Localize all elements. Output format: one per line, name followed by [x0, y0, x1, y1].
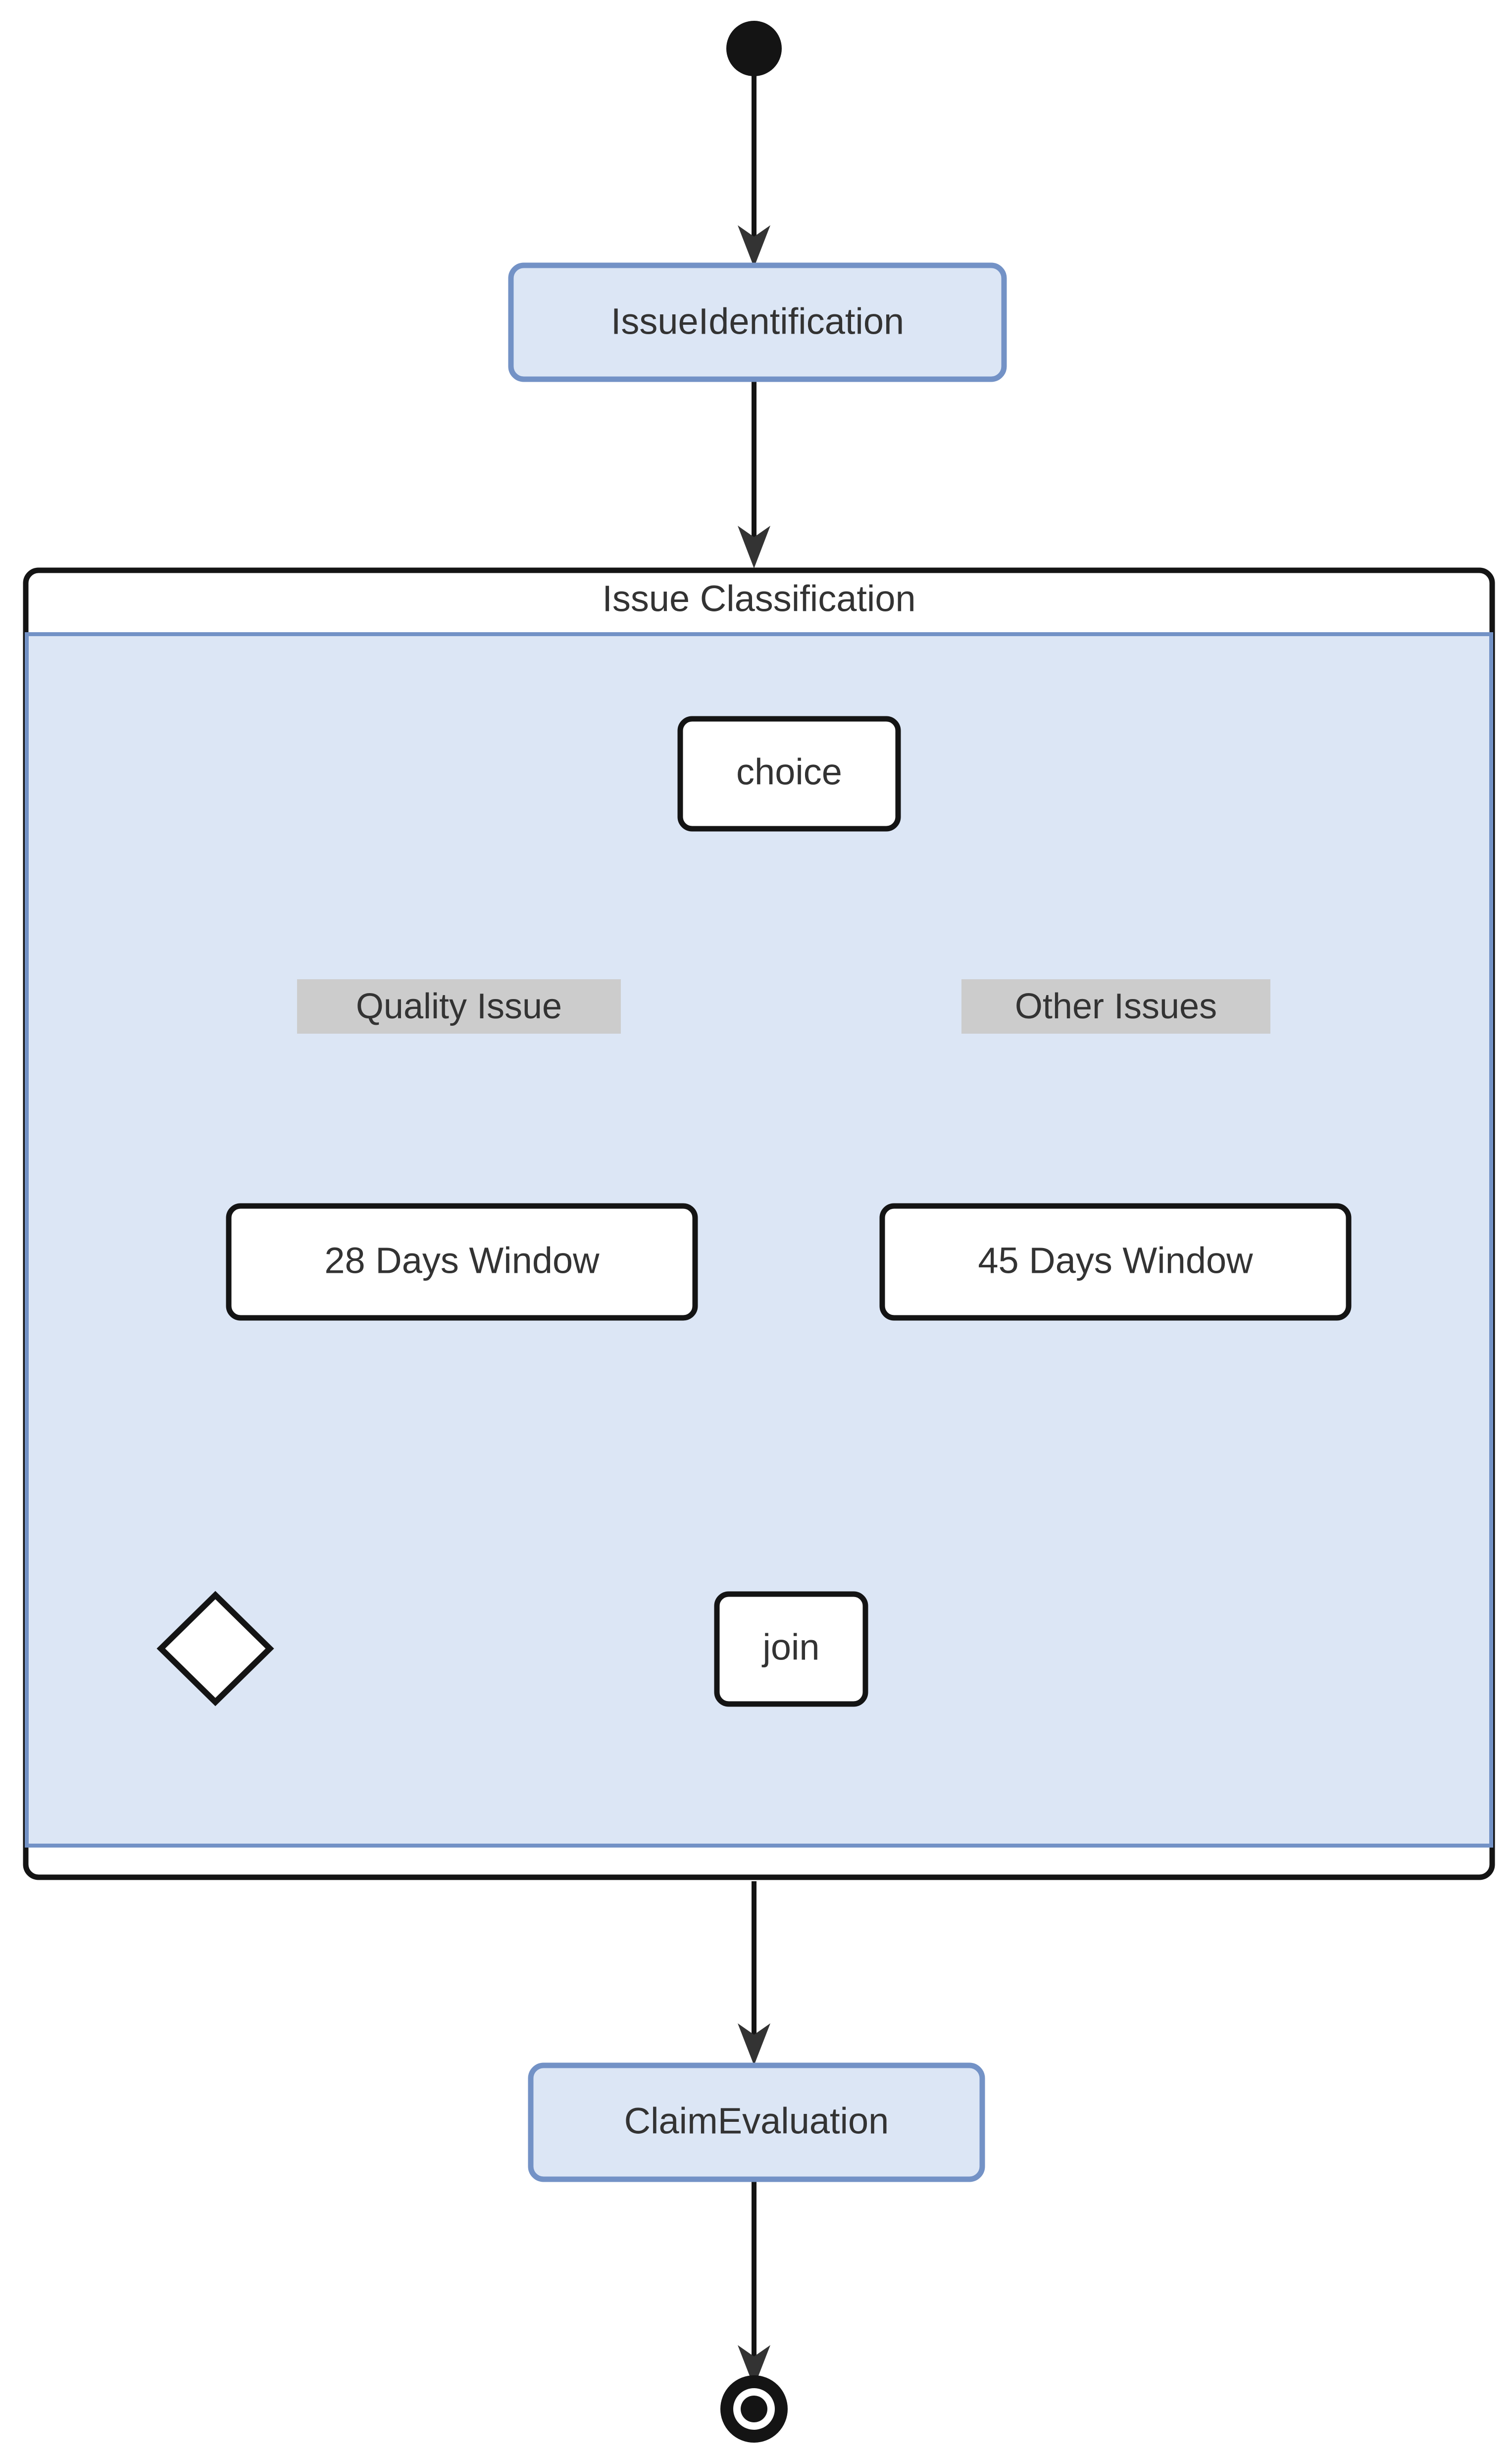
- state-window-28[interactable]: 28 Days Window: [226, 1203, 698, 1321]
- floating-decision-diamond[interactable]: [156, 1591, 274, 1706]
- state-choice-label: choice: [736, 752, 842, 793]
- state-window-28-label: 28 Days Window: [324, 1240, 600, 1281]
- state-window-45-label: 45 Days Window: [978, 1240, 1253, 1281]
- state-issue-identification-label: IssueIdentification: [611, 301, 904, 342]
- state-window-45[interactable]: 45 Days Window: [879, 1203, 1352, 1321]
- end-state: [720, 2375, 788, 2443]
- composite-state-title: Issue Classification: [602, 578, 915, 619]
- state-join-label: join: [761, 1627, 819, 1668]
- edge-issue-identification-to-composite: [738, 380, 770, 568]
- start-state: [726, 21, 782, 76]
- state-claim-evaluation[interactable]: ClaimEvaluation: [528, 2062, 985, 2182]
- edge-label-other-issues-text: Other Issues: [1015, 987, 1217, 1026]
- edge-composite-to-claim-evaluation: [738, 1881, 770, 2065]
- edge-label-other-issues: Other Issues: [961, 979, 1270, 1034]
- state-choice[interactable]: choice: [677, 716, 901, 832]
- edge-start-to-issue-identification: [738, 75, 770, 267]
- edge-label-quality-issue-text: Quality Issue: [356, 987, 562, 1026]
- state-claim-evaluation-label: ClaimEvaluation: [624, 2101, 889, 2142]
- edge-label-quality-issue: Quality Issue: [297, 979, 621, 1034]
- state-join[interactable]: join: [714, 1591, 868, 1707]
- edge-claim-evaluation-to-end: [738, 2180, 770, 2387]
- state-issue-identification[interactable]: IssueIdentification: [508, 262, 1007, 382]
